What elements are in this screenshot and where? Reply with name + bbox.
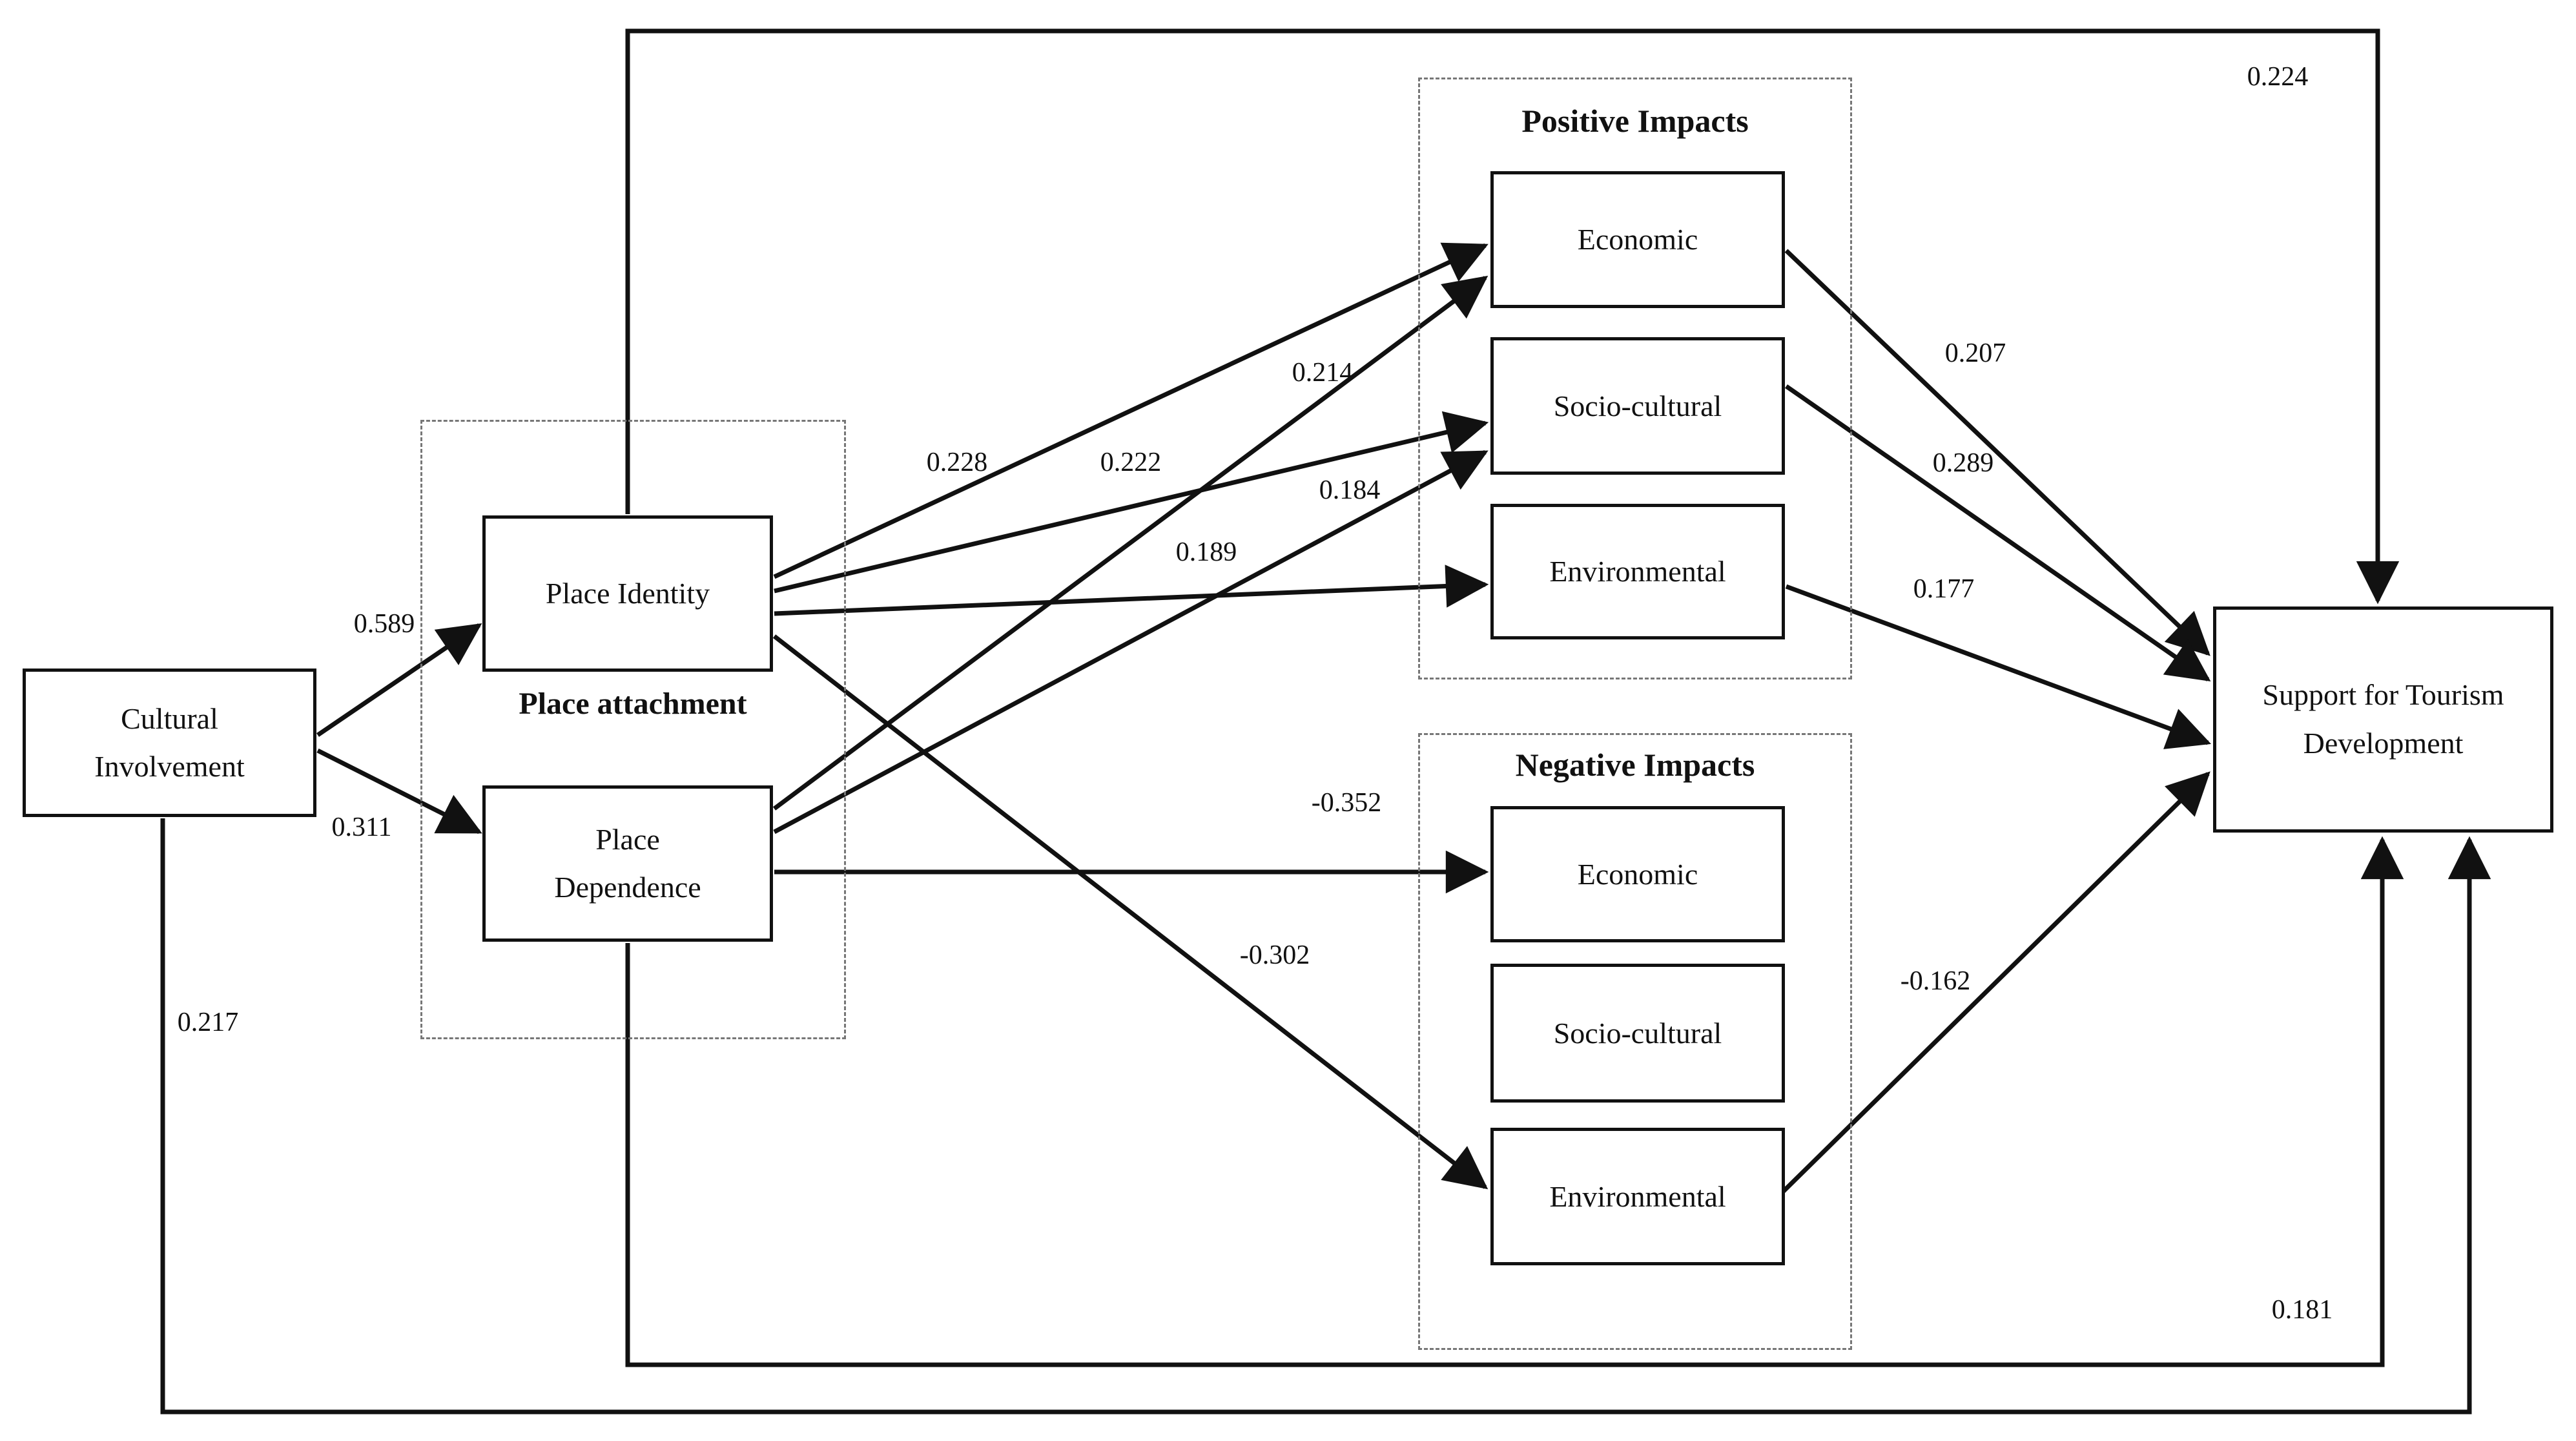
group-negative-impacts [1418,733,1852,1350]
coef-pos-socio-support: 0.289 [1932,448,1994,478]
node-negative-socio-cultural: Socio-cultural [1490,964,1785,1103]
group-title-positive-impacts: Positive Impacts [1521,103,1749,139]
group-title-place-attachment: Place attachment [519,687,747,721]
coef-pi-neg-environmental: -0.302 [1239,940,1310,970]
arrow-pi-pos-socio [774,411,1489,594]
arrow-pos-environmental-support [1785,584,2211,749]
coef-pos-environmental-support: 0.177 [1913,574,1975,604]
arrow-pos-economic-support [1784,249,2210,656]
coef-pd-support: 0.181 [2271,1295,2333,1325]
coef-ci-place-identity: 0.589 [353,609,415,639]
node-support-tourism-development: Support for Tourism Development [2213,606,2553,833]
coef-pd-pos-economic: 0.214 [1292,358,1354,388]
arrow-pos-socio-support [1785,384,2211,682]
arrow-pi-pos-environmental [774,565,1489,616]
node-negative-economic: Economic [1490,806,1785,942]
node-positive-economic: Economic [1490,171,1785,308]
coef-pd-pos-socio: 0.184 [1319,475,1381,505]
node-negative-environmental: Environmental [1490,1128,1785,1265]
coef-neg-environmental-support: -0.162 [1900,966,1971,996]
group-place-attachment [420,420,846,1039]
coef-ci-place-dependence: 0.311 [331,813,392,842]
arrow-ci-place-identity [316,623,482,737]
arrow-ci-support [160,818,2491,1415]
coef-pi-pos-environmental: 0.189 [1175,537,1237,567]
node-cultural-involvement: Cultural Involvement [23,669,316,817]
group-title-negative-impacts: Negative Impacts [1515,747,1755,783]
arrow-pd-support [625,836,2404,1367]
coef-pi-support: 0.224 [2247,62,2309,92]
arrow-pi-support [625,28,2400,605]
coef-pi-pos-socio: 0.222 [1100,448,1162,477]
arrow-pd-pos-economic [772,275,1489,811]
node-place-identity: Place Identity [482,515,773,672]
coef-ci-support: 0.217 [177,1008,239,1037]
node-positive-socio-cultural: Socio-cultural [1490,337,1785,475]
arrow-pd-pos-socio [773,450,1489,835]
node-positive-environmental: Environmental [1490,504,1785,639]
coef-pd-neg-economic: -0.352 [1311,788,1382,818]
arrow-pi-pos-economic [773,242,1489,579]
coef-pi-pos-economic: 0.228 [926,448,988,477]
group-positive-impacts [1418,78,1852,679]
arrow-ci-place-dependence [316,748,482,835]
arrow-neg-environmental-support [1779,771,2210,1196]
arrow-pi-neg-environmental [772,634,1489,1190]
node-place-dependence: Place Dependence [482,785,773,942]
coef-pos-economic-support: 0.207 [1944,338,2006,368]
